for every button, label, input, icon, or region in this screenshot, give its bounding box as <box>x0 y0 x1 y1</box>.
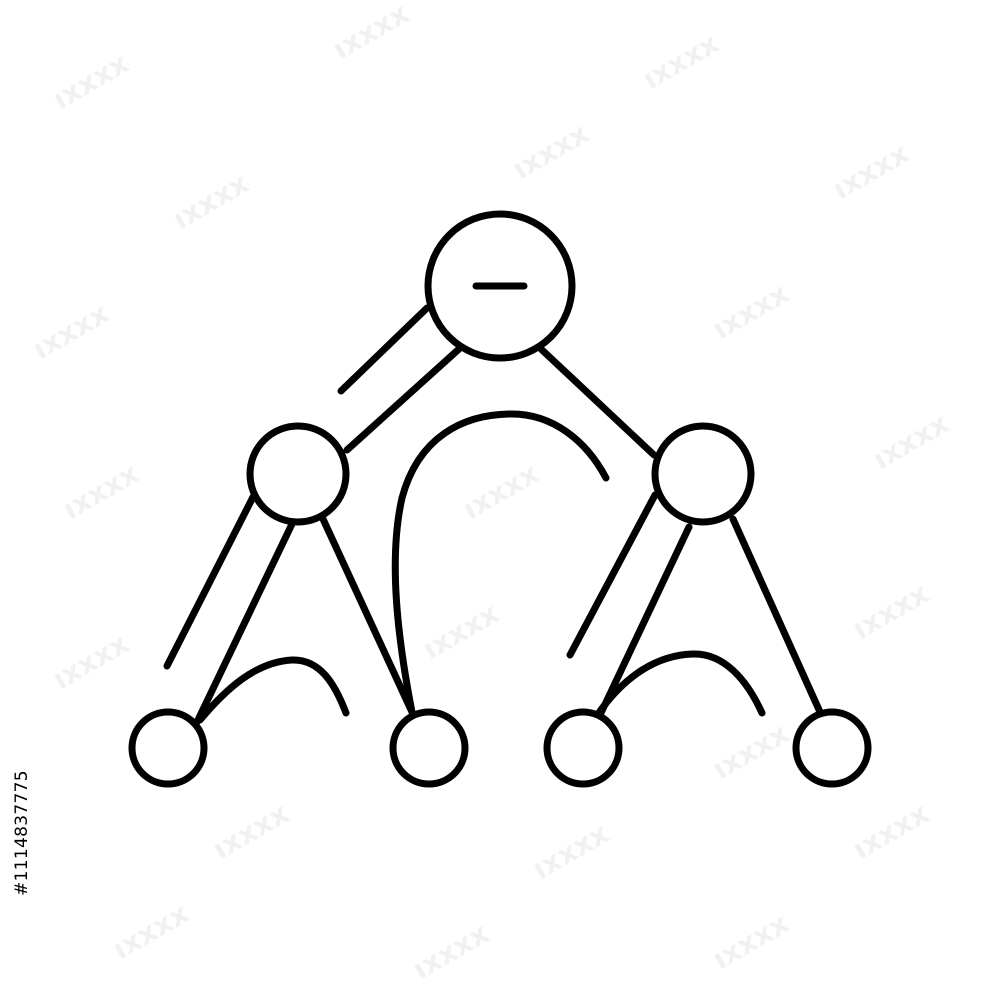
svg-text:ıxxxx: ıxxxx <box>457 457 544 527</box>
leaf-node-2 <box>389 708 469 788</box>
svg-text:ıxxxx: ıxxxx <box>407 917 494 987</box>
right-child-node <box>651 422 755 526</box>
edge-root-left-outer <box>337 304 431 395</box>
leaf-node-4 <box>792 708 872 788</box>
stock-id-label: #1114837775 <box>10 766 34 900</box>
svg-text:ıxxxx: ıxxxx <box>827 137 914 207</box>
edge-root-left <box>343 345 463 454</box>
arc-center <box>391 410 610 716</box>
svg-text:ıxxxx: ıxxxx <box>327 0 414 66</box>
svg-text:ıxxxx: ıxxxx <box>27 297 114 367</box>
svg-text:ıxxxx: ıxxxx <box>707 717 794 787</box>
edge-right-leaf2 <box>729 515 824 716</box>
arc-right-leaves <box>594 650 766 718</box>
svg-text:ıxxxx: ıxxxx <box>47 627 134 697</box>
svg-text:ıxxxx: ıxxxx <box>57 457 144 527</box>
svg-text:ıxxxx: ıxxxx <box>637 27 724 97</box>
svg-text:ıxxxx: ıxxxx <box>847 577 934 647</box>
watermark-pattern: ıxxxx ıxxxx ıxxxx ıxxxx ıxxxx ıxxxx ıxxx… <box>27 0 954 986</box>
tree-nodes <box>128 210 872 788</box>
edge-root-right <box>537 345 658 459</box>
leaf-node-3 <box>543 708 623 788</box>
svg-text:ıxxxx: ıxxxx <box>167 167 254 237</box>
edge-left-leaf1 <box>193 520 296 726</box>
arc-left-leaves <box>196 656 350 724</box>
svg-text:ıxxxx: ıxxxx <box>107 897 194 967</box>
left-child-node <box>246 422 350 526</box>
edge-left-outer <box>163 493 257 670</box>
svg-text:ıxxxx: ıxxxx <box>527 817 614 887</box>
edge-right-outer <box>566 491 659 659</box>
svg-text:ıxxxx: ıxxxx <box>707 277 794 347</box>
svg-text:ıxxxx: ıxxxx <box>207 797 294 867</box>
svg-text:ıxxxx: ıxxxx <box>47 47 134 117</box>
svg-text:ıxxxx: ıxxxx <box>847 797 934 867</box>
svg-text:ıxxxx: ıxxxx <box>867 407 954 477</box>
edge-right-leaf1 <box>596 523 693 719</box>
stock-id-text: #1114837775 <box>12 770 32 896</box>
tree-connectors <box>163 304 824 726</box>
svg-text:ıxxxx: ıxxxx <box>707 907 794 977</box>
svg-text:ıxxxx: ıxxxx <box>417 597 504 667</box>
svg-text:ıxxxx: ıxxxx <box>507 117 594 187</box>
leaf-node-1 <box>128 708 208 788</box>
edge-left-leaf2 <box>319 515 416 716</box>
